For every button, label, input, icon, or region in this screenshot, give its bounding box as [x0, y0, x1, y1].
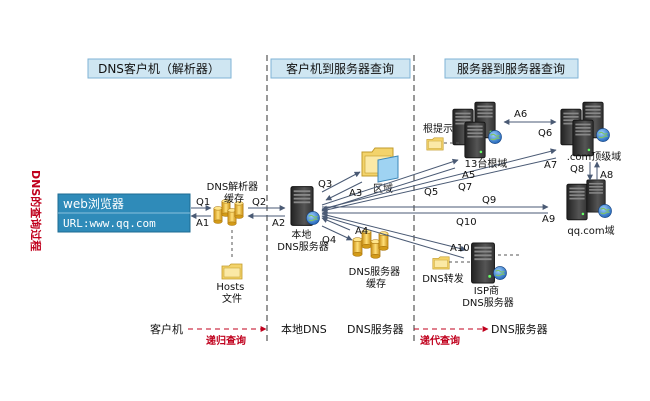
arrow-q7 — [321, 148, 557, 210]
com-tld-servers — [560, 101, 610, 157]
com-tld-label: .com顶级域 — [567, 150, 622, 163]
server-icon — [464, 121, 486, 159]
label-q10: Q10 — [456, 217, 477, 228]
arrow-q10 — [321, 213, 467, 252]
folder-icon — [361, 147, 399, 183]
label-a3: A3 — [349, 188, 362, 199]
isp-line1: ISP商 — [474, 284, 499, 297]
dns-forward-label: DNS转发 — [422, 272, 464, 285]
globe-icon — [306, 211, 320, 225]
dns-cache-label: DNS服务器 缓存 — [349, 265, 404, 290]
arrow-a10 — [321, 214, 465, 259]
browser-url: URL:www.qq.com — [63, 217, 156, 230]
isp-line2: DNS服务器 — [462, 296, 514, 309]
bottom-dns-server2: DNS服务器 — [491, 323, 548, 336]
globe-icon — [596, 128, 610, 142]
browser-label: web浏览器 — [63, 196, 124, 211]
label-a5: A5 — [462, 170, 475, 181]
side-title: DNS的查询过程 — [29, 170, 43, 251]
label-q1: Q1 — [196, 197, 210, 208]
label-q6: Q6 — [538, 128, 552, 139]
zone-label: 区域 — [373, 182, 393, 195]
svg-text:服务器到服务器查询: 服务器到服务器查询 — [457, 61, 565, 76]
web-browser: web浏览器 URL:www.qq.com — [57, 193, 191, 233]
label-a9: A9 — [542, 214, 555, 225]
root-hints-label: 根提示 — [423, 122, 453, 135]
qq-domain-servers — [566, 179, 612, 221]
arrow-a7 — [321, 157, 557, 213]
label-a4: A4 — [355, 226, 368, 237]
section-header-server-to-server: 服务器到服务器查询 — [444, 58, 579, 79]
hosts-line1: Hosts — [216, 282, 244, 293]
label-a6: A6 — [514, 109, 527, 120]
arrow-labels: Q1 A1 Q2 A2 Q3 A3 Q4 A4 Q5 A5 Q6 A6 Q7 A… — [196, 109, 613, 254]
label-q2: Q2 — [252, 197, 266, 208]
arrow-q5 — [321, 158, 459, 206]
recursive-label: 递归查询 — [206, 334, 246, 347]
local-dns-line1: 本地 — [291, 228, 311, 241]
arrow-a3 — [325, 181, 363, 201]
folder-icon — [221, 263, 243, 280]
bottom-legend: 客户机 递归查询 本地DNS DNS服务器 递代查询 DNS服务器 — [150, 322, 548, 347]
bottom-dns-server: DNS服务器 — [347, 323, 404, 336]
iterative-label: 递代查询 — [420, 334, 460, 347]
label-a8: A8 — [600, 170, 613, 181]
globe-icon — [493, 266, 507, 280]
globe-icon — [598, 204, 612, 218]
server-icon — [572, 119, 594, 157]
label-q8: Q8 — [570, 164, 584, 175]
hosts-line2: 文件 — [222, 292, 242, 305]
server-icon — [471, 242, 495, 284]
label-a2: A2 — [272, 218, 285, 229]
svg-text:客户机到服务器查询: 客户机到服务器查询 — [286, 61, 394, 76]
label-q7: Q7 — [458, 182, 472, 193]
dns-cache-line2: 缓存 — [366, 277, 386, 290]
resolver-cache-line1: DNS解析器 — [207, 180, 259, 193]
label-q9: Q9 — [482, 195, 496, 206]
label-a7: A7 — [544, 160, 557, 171]
label-a10: A10 — [450, 243, 470, 254]
bottom-local-dns: 本地DNS — [281, 322, 327, 336]
label-q5: Q5 — [424, 187, 438, 198]
root-servers — [452, 101, 502, 159]
hosts-file-label: Hosts 文件 — [216, 282, 247, 305]
section-header-client-to-server: 客户机到服务器查询 — [270, 58, 411, 79]
root-13-label: 13台根域 — [465, 157, 508, 170]
server-icon — [566, 183, 588, 221]
svg-text:DNS客户机（解析器）: DNS客户机（解析器） — [98, 61, 220, 76]
local-dns-label: 本地 DNS服务器 — [277, 228, 329, 253]
folder-icon — [432, 256, 450, 270]
arrow-q4 — [321, 225, 353, 241]
qq-domain-label: qq.com域 — [567, 224, 614, 237]
local-dns-line2: DNS服务器 — [277, 240, 329, 253]
globe-icon — [488, 130, 502, 144]
bottom-client: 客户机 — [150, 322, 183, 336]
label-a1: A1 — [196, 218, 209, 229]
section-header-client: DNS客户机（解析器） — [87, 58, 232, 79]
isp-dns-label: ISP商 DNS服务器 — [462, 284, 514, 309]
folder-icon — [426, 137, 444, 151]
resolver-cache-line2: 缓存 — [224, 192, 244, 205]
label-q4: Q4 — [322, 235, 336, 246]
arrow-q3 — [321, 171, 361, 193]
dns-cache-line1: DNS服务器 — [349, 265, 401, 278]
label-q3: Q3 — [318, 179, 332, 190]
resolver-cache-label: DNS解析器 缓存 — [207, 180, 262, 205]
